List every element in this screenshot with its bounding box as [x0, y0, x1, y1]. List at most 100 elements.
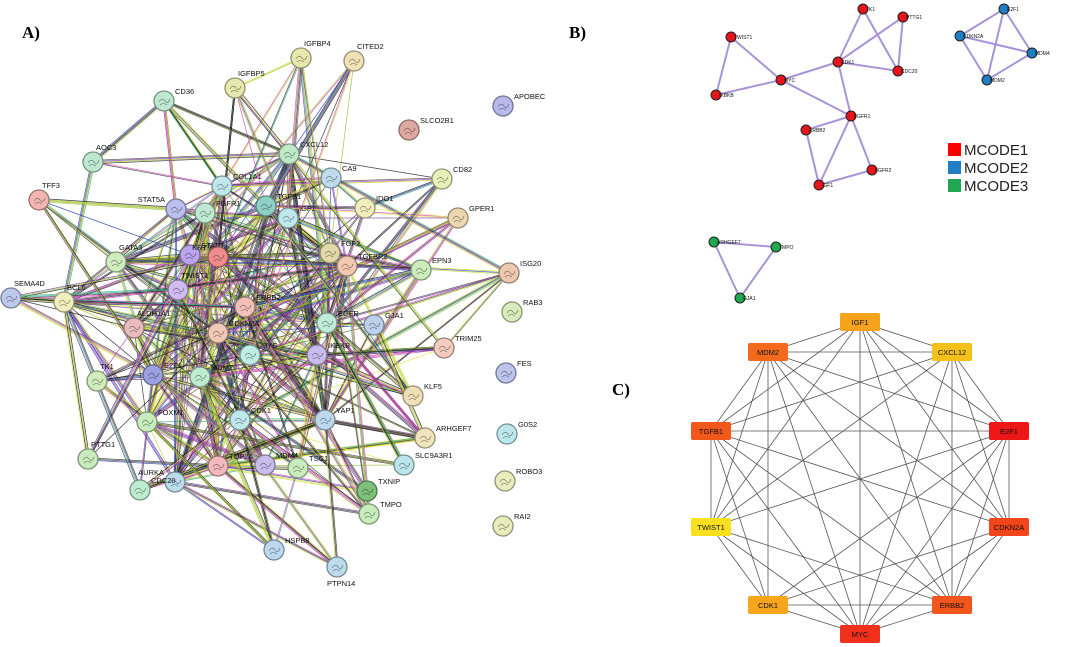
network-a-node-slco2b1[interactable]: SLCO2B1 — [398, 116, 454, 141]
network-a-edge-arhgef7-myc-1 — [250, 354, 426, 438]
network-a-node-label: MYC — [261, 341, 278, 350]
cluster-node-pttg1[interactable]: PTTG1 — [897, 11, 922, 23]
cluster-node-mdm2[interactable]: MDM2 — [981, 74, 1005, 86]
hub-node-myc[interactable]: MYC — [840, 625, 880, 643]
network-a-node-rab3[interactable]: RAB3 — [501, 298, 543, 323]
network-a-node-cdc20[interactable]: CDC20 — [129, 476, 176, 501]
network-a-node-pttg1[interactable]: PTTG1 — [77, 440, 115, 470]
network-a-edge-klf5-ikbkb-0 — [316, 356, 413, 398]
network-a-node-stat3[interactable]: STAT3 — [179, 241, 223, 266]
network-a-node-hspb8[interactable]: HSPB8 — [263, 536, 310, 561]
network-a-node-cdk1[interactable]: CDK1 — [229, 406, 271, 431]
network-a-node-tgfb1[interactable]: TGFB1 — [255, 192, 301, 217]
network-a-node-slc9a3r1[interactable]: SLC9A3R1 — [393, 451, 453, 476]
hub-node-tgfb1[interactable]: TGFB1 — [691, 422, 731, 440]
network-a-node-txnip[interactable]: TXNIP — [356, 477, 400, 502]
network-a-edge-arhgef7-gja1-3 — [375, 324, 427, 438]
cluster-node-erbb2[interactable]: ERBB2 — [800, 124, 826, 136]
cluster-node-label: MDM4 — [1035, 51, 1050, 57]
cluster-node-arhgef7[interactable]: ARHGEF7 — [708, 236, 741, 248]
hub-node-cxcl12[interactable]: CXCL12 — [932, 343, 972, 361]
network-a-node-ptpn14[interactable]: PTPN14 — [326, 556, 355, 588]
network-a-node-sema4d[interactable]: SEMA4D — [0, 279, 45, 309]
network-a-node-stat5a[interactable]: STAT5A — [138, 195, 187, 220]
network-a-node-structure-icon — [260, 203, 273, 211]
network-a-node-robo3[interactable]: ROBO3 — [494, 467, 542, 492]
network-a-node-apobec[interactable]: APOBEC — [492, 92, 546, 117]
network-a-node-igf1[interactable]: IGF1 — [277, 204, 316, 229]
network-a-node-epn3[interactable]: EPN3 — [410, 256, 452, 281]
cluster-node-cdkn2a[interactable]: CDKN2A — [954, 30, 984, 42]
network-a-node-gja1[interactable]: GJA1 — [363, 311, 404, 336]
cluster-node-cdk1[interactable]: CDK1 — [832, 56, 855, 68]
network-a-node-aoc3[interactable]: AOC3 — [82, 143, 116, 173]
cluster-node-twist1[interactable]: TWIST1 — [725, 31, 753, 43]
network-a-node-twist1[interactable]: TWIST1 — [167, 271, 209, 301]
cluster-node-cdc20[interactable]: CDC20 — [892, 65, 918, 77]
cluster-node-igf1[interactable]: IGF1 — [813, 179, 833, 191]
network-a-node-tk1[interactable]: TK1 — [86, 362, 114, 392]
network-a-node-egfr[interactable]: EGFR — [316, 309, 359, 334]
network-a-node-mdm4[interactable]: MDM4 — [254, 451, 298, 476]
network-a-node-klf5[interactable]: KLF5 — [402, 382, 442, 407]
hub-node-e2f1[interactable]: E2F1 — [989, 422, 1029, 440]
network-a-node-aurka[interactable]: AURKA — [138, 468, 186, 493]
network-a-node-e2f1[interactable]: E2F1 — [142, 361, 182, 386]
network-a-node-tsc1[interactable]: TSC1 — [287, 454, 328, 479]
cluster-node-mdm4[interactable]: MDM4 — [1026, 47, 1050, 59]
network-a-node-cited2[interactable]: CITED2 — [343, 42, 384, 72]
network-a-node-igfbp5[interactable]: IGFBP5 — [224, 69, 265, 99]
cluster-node-fgfr2[interactable]: FGFR2 — [866, 164, 892, 176]
network-a-node-ikbkb[interactable]: IKBKB — [306, 341, 350, 366]
cluster-node-e2f1[interactable]: E2F1 — [998, 3, 1019, 15]
hub-node-erbb2[interactable]: ERBB2 — [932, 596, 972, 614]
cluster-node-gja1[interactable]: GJA1 — [734, 292, 756, 304]
network-a-edge-isg20-egfr-0 — [327, 273, 510, 324]
network-a-node-fgf2[interactable]: FGF2 — [319, 239, 360, 264]
network-a-node-tgfbr2[interactable]: TGFBR2 — [336, 252, 388, 277]
network-a-node-top2a[interactable]: TOP2A — [207, 452, 253, 477]
cluster-node-circle — [866, 164, 878, 176]
network-a-node-foxm1[interactable]: FOXM1 — [136, 408, 184, 433]
network-a-node-col1a1[interactable]: COL1A1 — [211, 172, 262, 197]
network-a-edge-gper1-cdkn2a-2 — [217, 217, 458, 333]
cluster-node-tk1[interactable]: TK1 — [857, 3, 875, 15]
hub-node-box — [989, 422, 1029, 440]
network-a-node-fes[interactable]: FES — [495, 359, 532, 384]
network-a-node-cdkn2a[interactable]: CDKN2A — [207, 319, 259, 344]
network-a-node-trim25[interactable]: TRIM25 — [433, 334, 482, 359]
network-a-node-arhgef7[interactable]: ARHGEF7 — [414, 424, 471, 449]
network-a-node-cd82[interactable]: CD82 — [431, 165, 472, 190]
cluster-node-ikbkb[interactable]: IKBKB — [710, 89, 734, 101]
hub-node-twist1[interactable]: TWIST1 — [691, 518, 731, 536]
cluster-node-fgfr1[interactable]: FGFR1 — [845, 110, 871, 122]
hub-node-mdm2[interactable]: MDM2 — [748, 343, 788, 361]
cluster-node-tmpo[interactable]: TMPO — [770, 241, 794, 253]
hub-node-igf1[interactable]: IGF1 — [840, 313, 880, 331]
network-a-node-isg20[interactable]: ISG20 — [498, 259, 541, 284]
hub-node-cdkn2a[interactable]: CDKN2A — [989, 518, 1029, 536]
network-a-node-igfbp4[interactable]: IGFBP4 — [290, 39, 331, 69]
network-a-node-cxcl12[interactable]: CXCL12 — [278, 140, 328, 165]
network-a-node-gata3[interactable]: GATA3 — [105, 243, 142, 273]
network-a-node-rai2[interactable]: RAI2 — [492, 512, 531, 537]
panel-a-edges — [10, 57, 510, 569]
network-a-node-erbb2[interactable]: ERBB2 — [234, 293, 281, 318]
network-a-node-ido1[interactable]: IDO1 — [354, 194, 394, 219]
network-a-node-ca9[interactable]: CA9 — [320, 164, 357, 189]
network-a-node-circle — [277, 207, 299, 229]
network-a-node-cd36[interactable]: CD36 — [153, 87, 194, 112]
network-a-node-mdm2[interactable]: MDM2 — [189, 363, 233, 388]
network-a-node-yap1[interactable]: YAP1 — [314, 406, 355, 431]
hub-node-cdk1[interactable]: CDK1 — [748, 596, 788, 614]
network-a-node-tmpo[interactable]: TMPO — [358, 500, 402, 525]
network-a-node-krt[interactable]: KRT — [192, 243, 229, 268]
network-a-node-tff3[interactable]: TFF3 — [28, 181, 60, 211]
network-a-node-myc[interactable]: MYC — [239, 341, 278, 366]
network-a-node-fgfr1[interactable]: FGFR1 — [194, 199, 241, 224]
network-a-node-bcl6[interactable]: BCL6 — [53, 283, 86, 313]
network-a-node-g0s2[interactable]: G0S2 — [496, 420, 537, 445]
cluster-node-myc[interactable]: MYC — [775, 74, 796, 86]
network-a-node-gper1[interactable]: GPER1 — [447, 204, 494, 229]
network-a-node-aldh1a1[interactable]: ALDH1A1 — [123, 309, 170, 339]
